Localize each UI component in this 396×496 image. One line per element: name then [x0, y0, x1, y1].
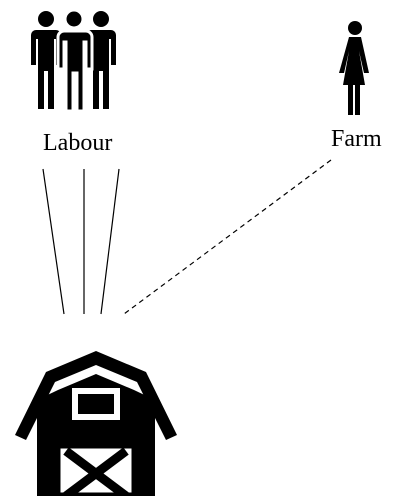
- connections: [42, 159, 332, 315]
- farm-label: Farm: [331, 126, 382, 152]
- person-center-icon: [56, 8, 94, 113]
- labour-label: Labour: [43, 130, 113, 156]
- person-left-icon: [31, 11, 61, 109]
- labour-line-left: [42, 168, 65, 315]
- labour-line-right: [100, 168, 120, 315]
- farm-person-icon: [339, 21, 369, 115]
- barn-icon: [15, 351, 177, 496]
- labour-group-icon: [31, 8, 116, 113]
- farm-line-dashed: [123, 159, 332, 315]
